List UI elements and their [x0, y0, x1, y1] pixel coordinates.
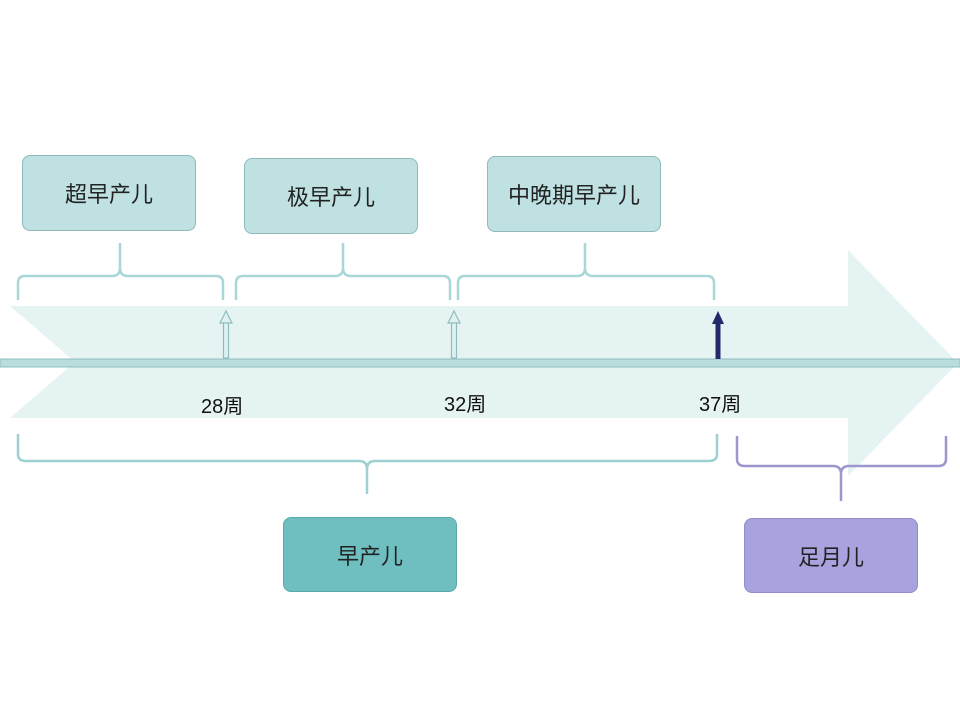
category-box-very-preterm: 极早产儿	[244, 158, 418, 234]
category-box-super-preterm: 超早产儿	[22, 155, 196, 231]
milestone-arrow-37	[712, 311, 724, 359]
bracket-preterm	[16, 434, 719, 494]
bracket-late-preterm	[456, 243, 716, 300]
bracket-term	[735, 436, 948, 501]
milestone-label-28: 28周	[201, 396, 244, 418]
category-label: 足月儿	[797, 545, 864, 571]
category-box-term: 足月儿	[744, 518, 918, 593]
category-label: 早产儿	[336, 544, 403, 570]
bracket-very-preterm	[234, 243, 452, 300]
category-label: 中晚期早产儿	[507, 184, 640, 209]
milestone-arrow-32	[447, 309, 461, 359]
milestone-arrow-28	[219, 309, 233, 359]
milestone-label-37: 37周	[699, 394, 742, 416]
bracket-super-preterm	[16, 243, 225, 300]
category-label: 超早产儿	[64, 183, 153, 208]
category-box-late-preterm: 中晚期早产儿	[487, 156, 661, 232]
milestone-label-32: 32周	[444, 394, 487, 416]
category-label: 极早产儿	[286, 186, 375, 211]
timeline-axis	[0, 358, 960, 368]
category-box-preterm: 早产儿	[283, 517, 457, 592]
